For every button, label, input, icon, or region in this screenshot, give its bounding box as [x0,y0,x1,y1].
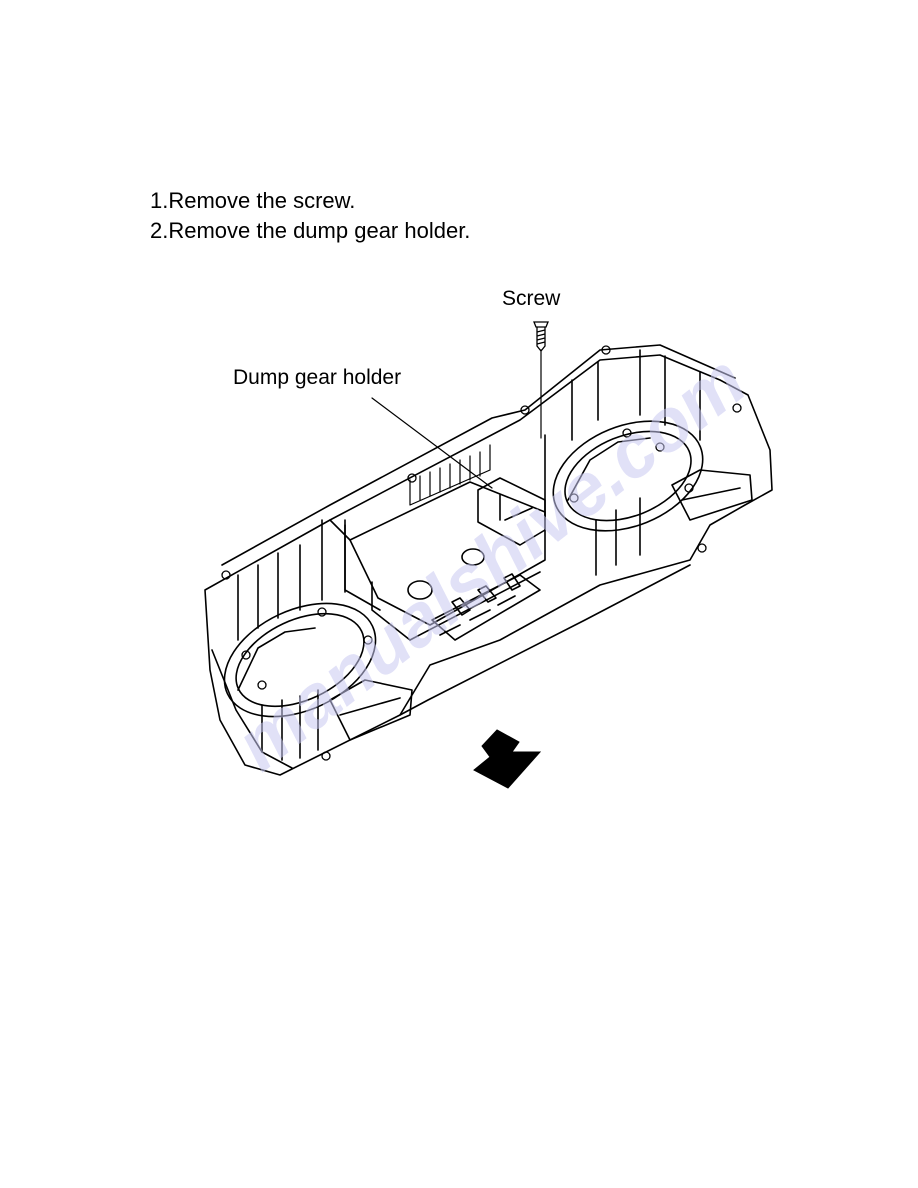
left-side-bracket [329,679,413,741]
cabinet-front-lip [211,649,293,769]
rear-wall-grille [409,444,491,506]
screw-callout-label: Screw [502,287,561,310]
screw-bosses [221,345,742,761]
center-mechanism-deck [329,481,546,641]
instruction-step-2: 2.Remove the dump gear holder. [150,218,471,243]
left-speaker-ring [223,602,377,718]
screw-icon [533,321,549,353]
instruction-step-1: 1.Remove the screw. [150,188,356,213]
right-speaker-ring [552,420,704,532]
instruction-list: 1.Remove the screw. 2.Remove the dump ge… [150,186,470,246]
cabinet-top-rim [221,344,736,566]
dump-gear-holder-leader-line [371,397,493,489]
dump-gear-holder-callout-label: Dump gear holder [233,366,402,389]
cabinet-outline [204,354,773,776]
left-chamber-ribs [237,519,346,761]
down-arrow-icon [473,729,542,789]
dump-gear-holder-part [477,477,546,546]
right-side-bracket [671,469,753,521]
